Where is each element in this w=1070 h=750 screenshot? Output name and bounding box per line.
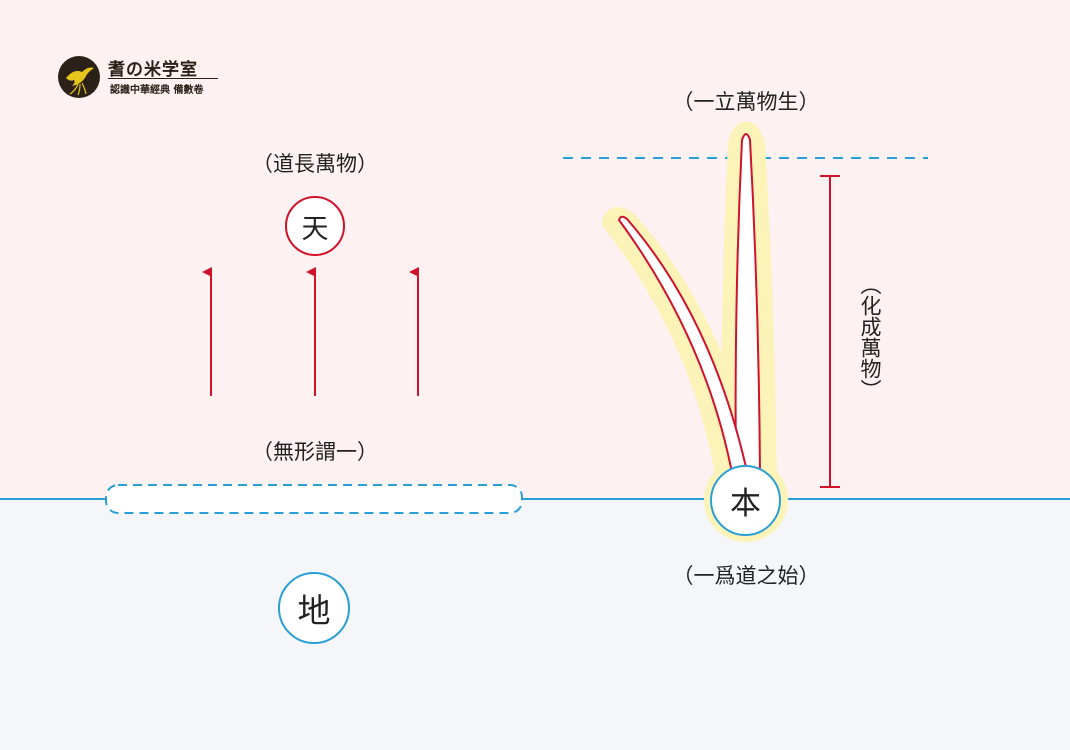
logo: 耆の米学室 認識中華經典 備數卷 <box>58 56 228 100</box>
logo-divider <box>108 78 218 79</box>
earth-circle: 地 <box>278 572 350 644</box>
sprout-leaf-side <box>618 215 749 479</box>
transform-label: （化成萬物） <box>858 274 882 400</box>
phoenix-bird-icon <box>58 56 100 98</box>
formless-label: （無形謂一） <box>252 440 378 464</box>
ground-background <box>0 499 1070 750</box>
sky-circle: 天 <box>285 196 345 256</box>
sky-background <box>0 0 1070 499</box>
origin-label: （一爲道之始） <box>672 564 820 588</box>
formless-pill <box>105 484 523 514</box>
logo-title: 耆の米学室 <box>108 60 198 80</box>
sprout-leaf-tall <box>734 133 761 479</box>
dao-grows-label: （道長萬物） <box>252 152 378 176</box>
logo-subtitle: 認識中華經典 備數卷 <box>110 85 204 96</box>
root-circle: 本 <box>710 465 781 536</box>
one-stands-label: （一立萬物生） <box>672 90 820 114</box>
measure-bracket <box>820 175 840 488</box>
